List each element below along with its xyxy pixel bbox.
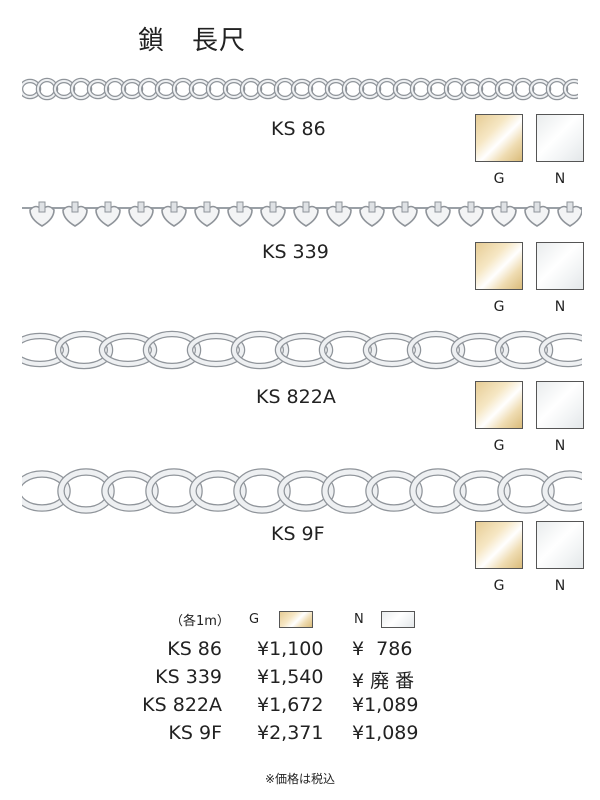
price-gold: ¥1,540 bbox=[257, 666, 324, 688]
price-code: KS 9F bbox=[168, 722, 222, 744]
price-gold: ¥2,371 bbox=[257, 722, 324, 744]
product-code-label: KS 9F bbox=[271, 523, 325, 545]
price-gold: ¥1,672 bbox=[257, 694, 324, 716]
swatch-label-n: N bbox=[554, 438, 566, 454]
chain-link bbox=[322, 469, 378, 513]
chain-link bbox=[500, 201, 508, 213]
chain-link bbox=[434, 201, 442, 213]
chain-link bbox=[540, 334, 582, 366]
price-nickel: ¥1,089 bbox=[352, 722, 419, 744]
chain-link bbox=[401, 201, 409, 213]
chain-link bbox=[278, 471, 334, 511]
chain-link bbox=[408, 332, 464, 368]
product-code-label: KS 822A bbox=[256, 386, 336, 408]
swatch-label-g: G bbox=[493, 578, 505, 594]
chain-link bbox=[302, 201, 310, 213]
product-code-label: KS 339 bbox=[262, 241, 329, 263]
chain-image-ks339 bbox=[22, 196, 582, 242]
gold-finish-swatch bbox=[475, 521, 523, 569]
chain-link bbox=[104, 201, 112, 213]
chain-link bbox=[22, 334, 68, 366]
chain-link bbox=[542, 471, 582, 511]
chain-link bbox=[137, 201, 145, 213]
chain-link bbox=[236, 201, 244, 213]
price-nickel: ¥ 廃 番 bbox=[352, 670, 415, 692]
chain-link bbox=[22, 471, 70, 511]
chain-link bbox=[56, 332, 112, 368]
gold-finish-swatch bbox=[475, 114, 523, 162]
price-nickel: ¥ 786 bbox=[352, 638, 413, 660]
swatch-label-n: N bbox=[554, 578, 566, 594]
chain-link bbox=[452, 334, 508, 366]
chain-link bbox=[71, 201, 79, 213]
nickel-finish-swatch bbox=[536, 114, 584, 162]
chain-link bbox=[38, 201, 46, 213]
chain-link bbox=[368, 201, 376, 213]
chain-link bbox=[496, 332, 552, 368]
price-row: KS 86 ¥1,100 ¥ 786 bbox=[130, 638, 450, 666]
price-row: KS 339 ¥1,540 ¥ 廃 番 bbox=[130, 666, 450, 694]
chain-link bbox=[564, 80, 578, 98]
price-code: KS 822A bbox=[142, 694, 222, 716]
legend-label-n: N bbox=[354, 612, 364, 627]
chain-link bbox=[335, 201, 343, 213]
price-code: KS 86 bbox=[167, 638, 222, 660]
chain-link bbox=[146, 469, 202, 513]
legend-gold-swatch bbox=[279, 611, 313, 628]
chain-link bbox=[100, 334, 156, 366]
chain-link bbox=[234, 469, 290, 513]
chain-link bbox=[269, 201, 277, 213]
tax-note: ※価格は税込 bbox=[265, 772, 336, 786]
product-code-label: KS 86 bbox=[271, 118, 326, 140]
chain-link bbox=[102, 471, 158, 511]
gold-finish-swatch bbox=[475, 381, 523, 429]
legend-nickel-swatch bbox=[381, 611, 415, 628]
price-nickel: ¥1,089 bbox=[352, 694, 419, 716]
chain-link bbox=[498, 469, 554, 513]
chain-link bbox=[366, 471, 422, 511]
chain-link bbox=[533, 201, 541, 213]
swatch-label-g: G bbox=[493, 299, 505, 315]
price-row: KS 822A ¥1,672 ¥1,089 bbox=[130, 694, 450, 722]
nickel-finish-swatch bbox=[536, 381, 584, 429]
chain-link bbox=[170, 201, 178, 213]
legend-label-g: G bbox=[249, 612, 260, 627]
chain-link bbox=[144, 332, 200, 368]
chain-link bbox=[467, 201, 475, 213]
chain-link bbox=[58, 469, 114, 513]
chain-link bbox=[203, 201, 211, 213]
chain-image-ks822a bbox=[22, 320, 582, 380]
chain-link bbox=[190, 471, 246, 511]
chain-image-ks86 bbox=[22, 74, 578, 104]
swatch-label-n: N bbox=[554, 171, 566, 187]
chain-image-ks9f bbox=[22, 456, 582, 526]
gold-finish-swatch bbox=[475, 242, 523, 290]
chain-link bbox=[454, 471, 510, 511]
page-title: 鎖 長尺 bbox=[138, 26, 247, 56]
chain-link bbox=[410, 469, 466, 513]
nickel-finish-swatch bbox=[536, 242, 584, 290]
price-gold: ¥1,100 bbox=[257, 638, 324, 660]
price-code: KS 339 bbox=[155, 666, 222, 688]
chain-link bbox=[276, 334, 332, 366]
chain-link bbox=[188, 334, 244, 366]
nickel-finish-swatch bbox=[536, 521, 584, 569]
chain-link bbox=[364, 334, 420, 366]
unit-label: （各1m） bbox=[170, 614, 230, 629]
swatch-label-g: G bbox=[493, 171, 505, 187]
chain-link bbox=[232, 332, 288, 368]
swatch-label-n: N bbox=[554, 299, 566, 315]
price-row: KS 9F ¥2,371 ¥1,089 bbox=[130, 722, 450, 750]
chain-link bbox=[320, 332, 376, 368]
chain-link bbox=[566, 201, 574, 213]
swatch-label-g: G bbox=[493, 438, 505, 454]
